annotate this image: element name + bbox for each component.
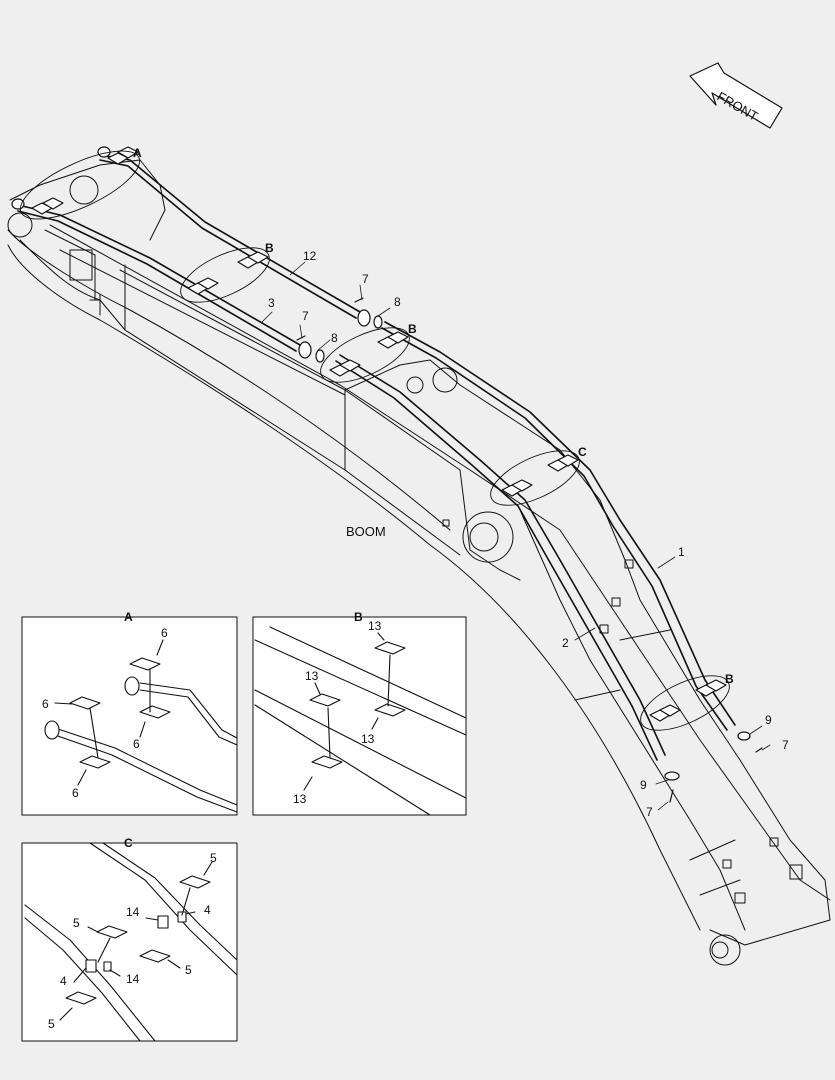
detail-c-14-2: 14 xyxy=(126,972,140,986)
callout-1: 1 xyxy=(678,545,685,559)
detail-b-13-3: 13 xyxy=(361,732,375,746)
callout-3: 3 xyxy=(268,296,275,310)
fittings xyxy=(11,146,751,781)
callout-9-a: 9 xyxy=(765,713,772,727)
callout-7-b: 7 xyxy=(302,309,309,323)
detail-a-6-2: 6 xyxy=(42,697,49,711)
callout-8-a: 8 xyxy=(394,295,401,309)
detail-title-a: A xyxy=(124,610,133,624)
pipe-1 xyxy=(381,321,736,731)
detail-title-c: C xyxy=(124,836,133,850)
pipe-12 xyxy=(99,154,361,319)
callout-c: C xyxy=(578,445,587,459)
detail-panel-b xyxy=(252,616,467,816)
detail-b-13-2: 13 xyxy=(305,669,319,683)
front-arrow-icon xyxy=(689,62,783,129)
detail-c-drawing xyxy=(24,842,238,1042)
detail-a-drawing xyxy=(44,639,238,813)
detail-c-5-2: 5 xyxy=(73,916,80,930)
callout-b-2: B xyxy=(408,322,417,336)
detail-b-drawing xyxy=(254,626,467,816)
callout-b-1: B xyxy=(265,241,274,255)
detail-a-6-1: 6 xyxy=(161,626,168,640)
detail-c-4-1: 4 xyxy=(204,903,211,917)
callout-7-d: 7 xyxy=(646,805,653,819)
detail-ellipses xyxy=(19,150,730,731)
detail-c-14-1: 14 xyxy=(126,905,140,919)
callout-a: A xyxy=(133,146,142,160)
callout-2: 2 xyxy=(562,636,569,650)
callout-8-b: 8 xyxy=(331,331,338,345)
detail-a-6-4: 6 xyxy=(72,786,79,800)
detail-a-6-3: 6 xyxy=(133,737,140,751)
detail-c-5-3: 5 xyxy=(185,963,192,977)
boom-label: BOOM xyxy=(346,524,386,539)
detail-c-5-1: 5 xyxy=(210,851,217,865)
callout-b-3: B xyxy=(725,672,734,686)
callout-12: 12 xyxy=(303,249,317,263)
callout-7-c: 7 xyxy=(782,738,789,752)
detail-panel-a xyxy=(21,616,238,816)
detail-title-b: B xyxy=(354,610,363,624)
detail-c-4-2: 4 xyxy=(60,974,67,988)
clamp-group xyxy=(31,146,727,722)
callout-9-b: 9 xyxy=(640,778,647,792)
pipe-2 xyxy=(335,354,666,761)
detail-c-5-4: 5 xyxy=(48,1017,55,1031)
callout-7-a: 7 xyxy=(362,272,369,286)
boom-structure xyxy=(7,159,831,966)
detail-b-13-1: 13 xyxy=(368,619,382,633)
leader-lines xyxy=(261,261,771,811)
detail-b-13-4: 13 xyxy=(293,792,307,806)
detail-panel-c xyxy=(21,842,238,1042)
